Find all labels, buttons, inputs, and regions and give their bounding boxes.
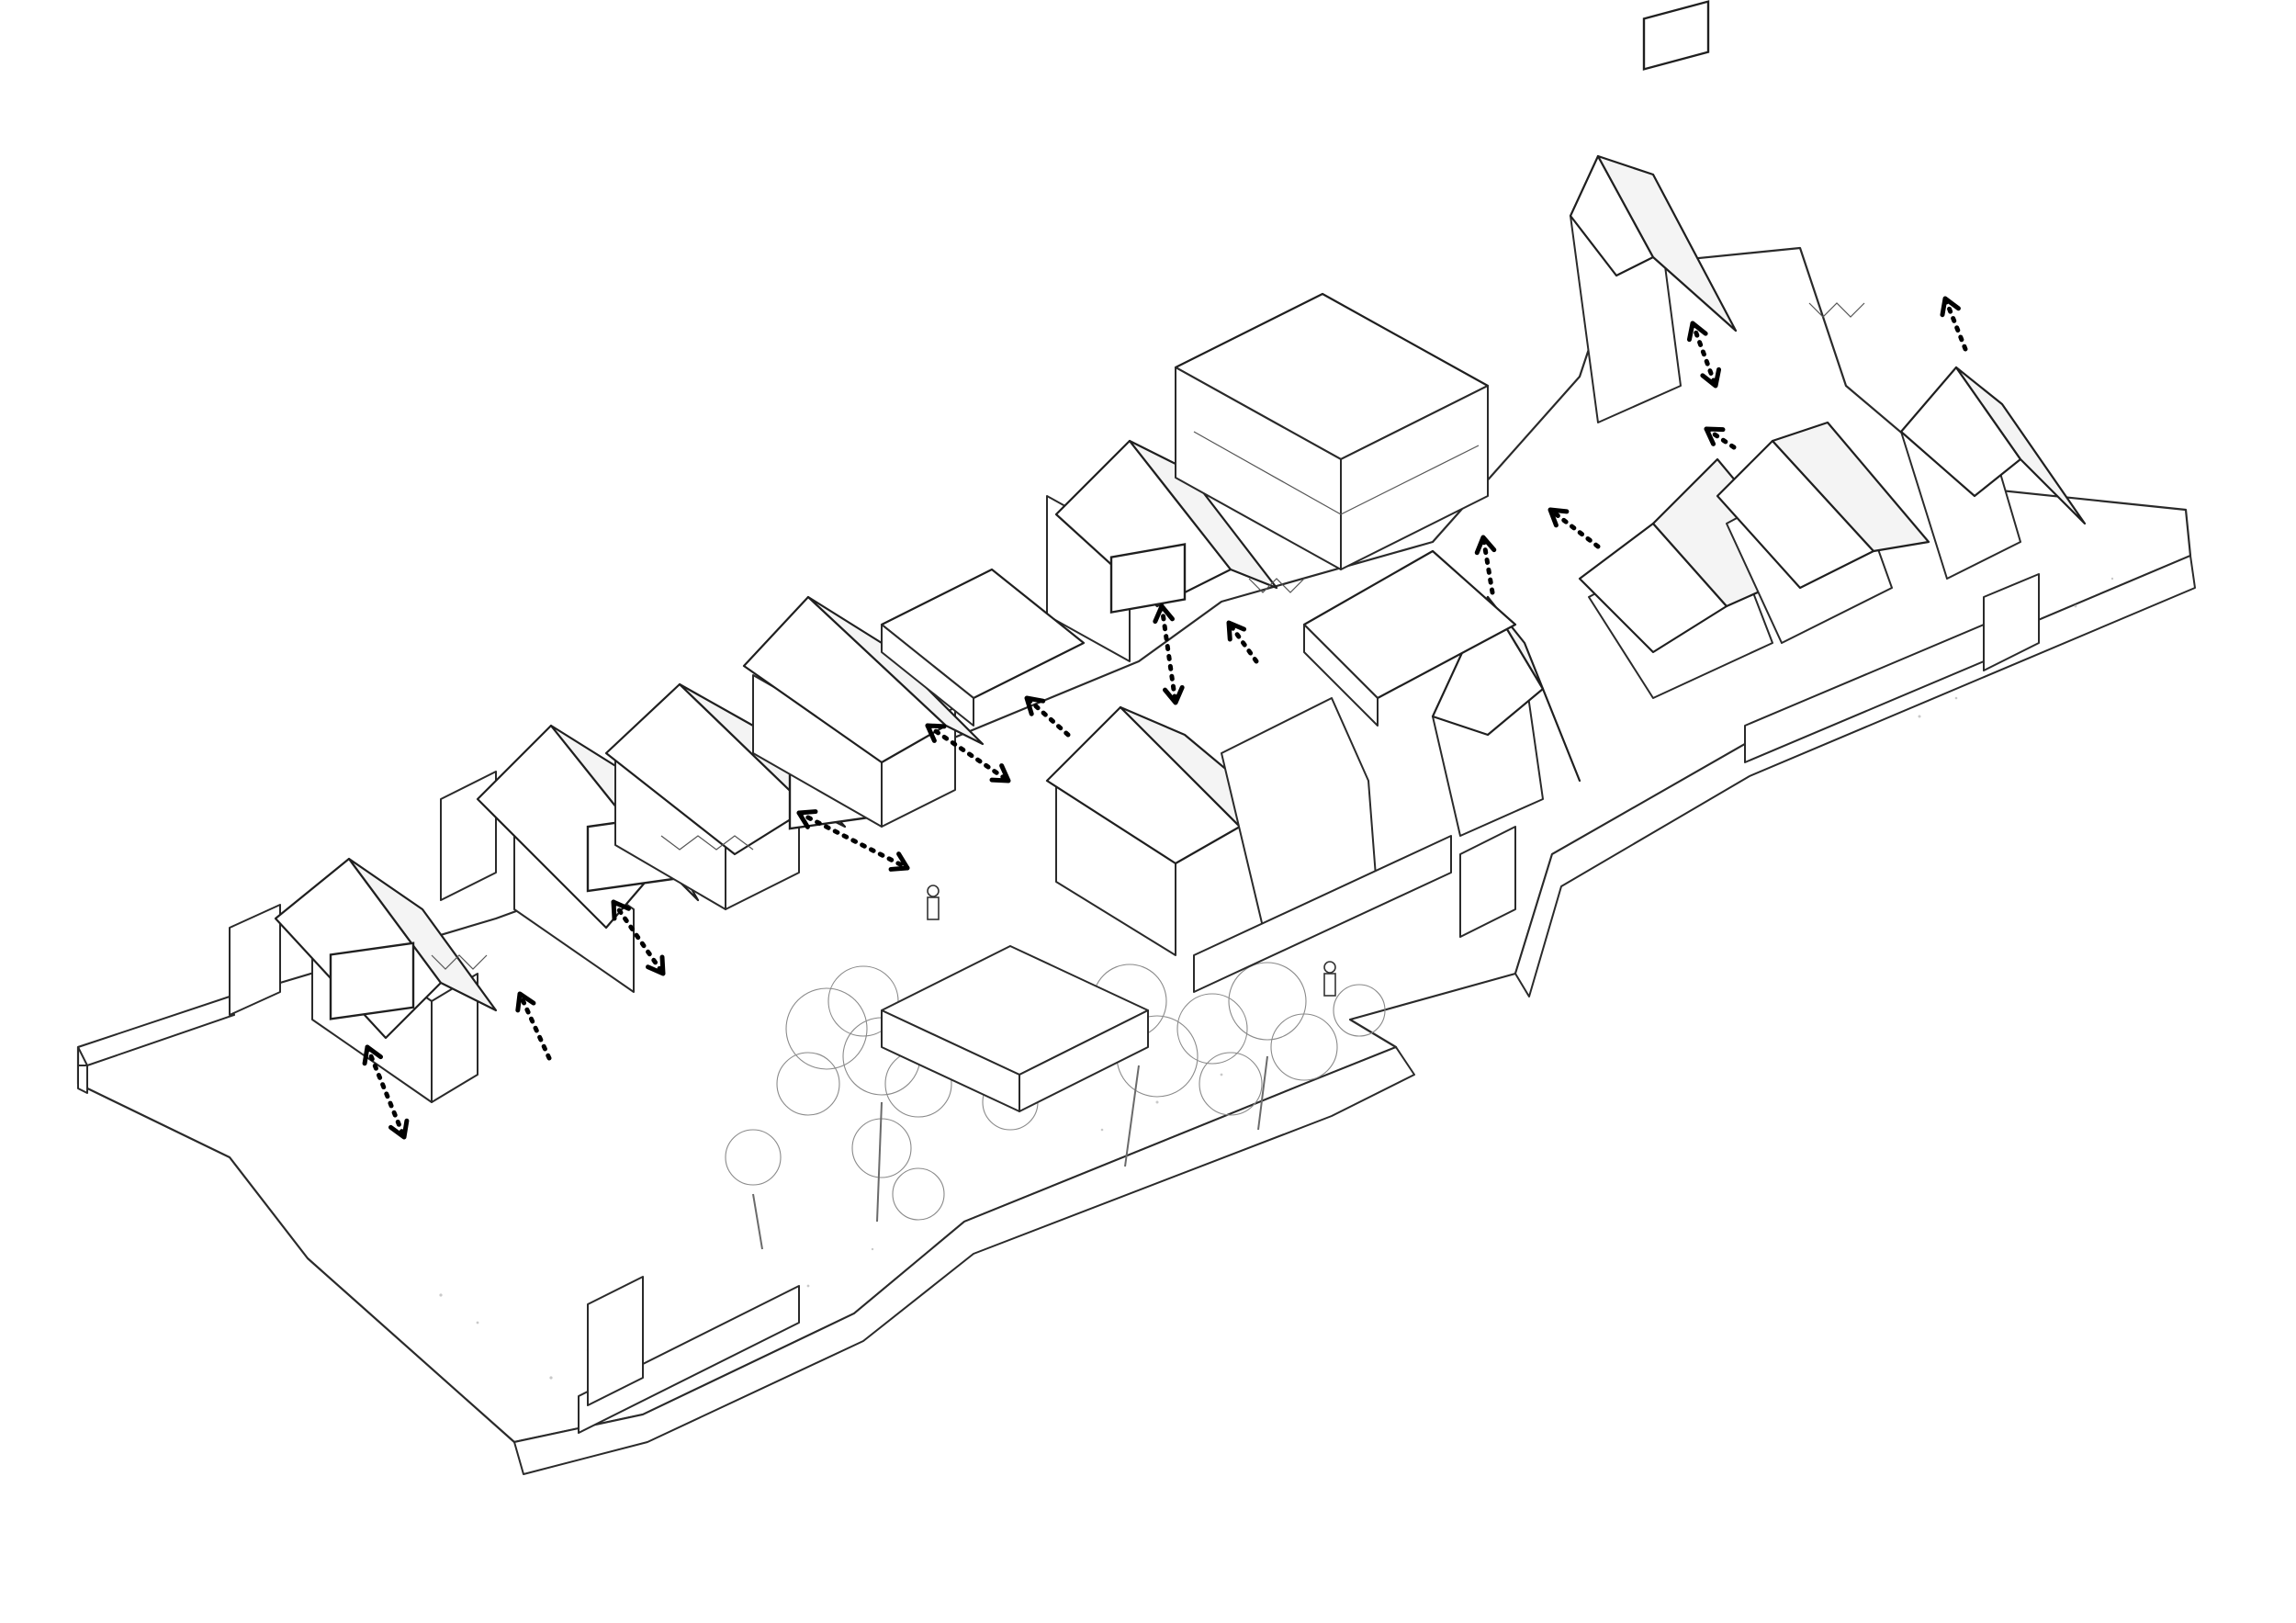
arrow-3-head-end [646, 954, 666, 976]
arrow-5-head-end [989, 763, 1011, 783]
arrow-3-head-start [611, 899, 631, 921]
arrow-13-head-end [1940, 296, 1961, 318]
person-1 [927, 885, 940, 920]
arrow-7-head-end [1163, 684, 1185, 705]
arrow-9-line [1480, 535, 1495, 595]
house-6 [1045, 697, 1379, 956]
arrow-8-head-end [1226, 620, 1247, 642]
person-2 [1323, 961, 1336, 997]
arrow-10-line [1548, 507, 1601, 549]
arrow-8-line [1226, 620, 1259, 664]
arrow-4-head-end [888, 851, 910, 872]
tree-trunks [752, 1055, 1268, 1250]
house-5 [1046, 439, 1278, 662]
house-9 [1716, 421, 1930, 644]
arrow-1-line [365, 1044, 407, 1140]
flat-slab-right [1302, 549, 1517, 727]
house-7 [1431, 595, 1581, 837]
central-flat-block [1174, 292, 1490, 570]
arrow-2-head-end [515, 991, 536, 1013]
arrow-1-head-start [362, 1044, 384, 1066]
courtyard-planter [881, 945, 1149, 1112]
arrow-1-head-end [388, 1118, 410, 1140]
arrow-5-line [925, 723, 1011, 783]
arrow-10-head-end [1548, 507, 1570, 528]
arrow-2-line [517, 991, 552, 1061]
flat-slab-left [880, 568, 1086, 727]
house-11-tall [1569, 0, 1738, 423]
arrow-7-head-start [1153, 603, 1175, 625]
arrow-6-head-end [1024, 695, 1046, 716]
front-terraces [578, 573, 2040, 1434]
arrow-9-head-end [1474, 535, 1497, 556]
house-4 [742, 595, 985, 828]
arrow-12-line [1690, 321, 1718, 389]
arrow-11-head-end [1704, 426, 1726, 446]
arrow-12-head-start [1686, 321, 1708, 343]
arrow-5-head-start [925, 723, 947, 743]
arrow-12-head-end [1700, 366, 1722, 389]
stair-hints [431, 302, 1865, 970]
arrow-13-line [1942, 296, 1968, 352]
arrow-6-line [1024, 695, 1071, 738]
arrow-7-line [1159, 603, 1178, 705]
arrow-4-line [796, 810, 910, 871]
arrow-4-head-start [796, 809, 818, 829]
house-1 [229, 857, 498, 1103]
movement-arrows [362, 296, 1968, 1140]
arrow-3-line [611, 899, 666, 976]
house-10 [1899, 366, 2087, 580]
